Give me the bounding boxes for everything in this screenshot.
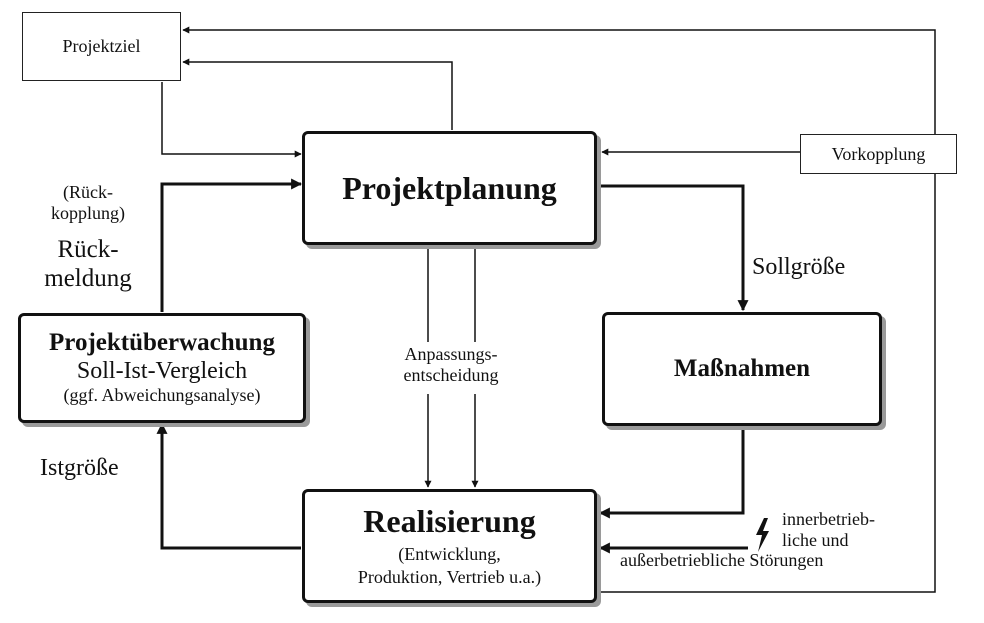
rueckmeldung-arrow <box>160 178 303 312</box>
rueckmeldung-label: Rück- meldung <box>22 236 154 294</box>
entwicklung-label: (Entwicklung, <box>398 544 501 565</box>
stoerungen-line3: außerbetriebliche Störungen <box>620 550 824 571</box>
rueckkopplung-line2: kopplung) <box>51 202 125 223</box>
rueckkopplung-label: (Rück- kopplung) <box>28 182 148 223</box>
anpassung-line2: entscheidung <box>403 364 499 385</box>
anpassungsentscheidung-label: Anpassungs- entscheidung <box>376 344 526 385</box>
stoerungen-label: innerbetrieb- liche und außerbetrieblich… <box>620 509 920 571</box>
istgroesse-arrow <box>156 422 301 550</box>
projektziel-box: Projektziel <box>22 12 181 81</box>
projektziel-label: Projektziel <box>62 36 141 56</box>
outer-feedback-arrow <box>182 26 936 593</box>
stoerungen-line1: innerbetrieb- <box>782 509 875 529</box>
ziel-to-planung-arrow <box>161 82 302 158</box>
massnahmen-box: Maßnahmen <box>602 312 882 426</box>
rueckmeldung-line2: meldung <box>44 264 132 292</box>
anpassung-line1: Anpassungs- <box>404 344 498 364</box>
istgroesse-label: Istgröße <box>40 455 119 481</box>
projektplanung-label: Projektplanung <box>342 169 557 206</box>
sollgroesse-arrow <box>598 184 749 312</box>
rueckmeldung-line1: Rück- <box>57 236 119 263</box>
massnahmen-to-realisierung-arrow <box>598 428 745 519</box>
projektueberwachung-box: Projektüberwachung Soll-Ist-Vergleich (g… <box>18 313 306 423</box>
projektplanung-box: Projektplanung <box>302 131 597 245</box>
realisierung-title: Realisierung <box>363 502 536 539</box>
massnahmen-label: Maßnahmen <box>673 355 811 382</box>
vorkopplung-box: Vorkopplung <box>800 134 957 174</box>
vorkopplung-label: Vorkopplung <box>831 143 926 164</box>
projektueberwachung-title: Projektüberwachung <box>49 329 275 357</box>
produktion-vertrieb-label: Produktion, Vertrieb u.a.) <box>357 566 542 587</box>
planung-to-ziel-arrow <box>182 58 453 130</box>
lightning-icon <box>756 518 769 552</box>
sollgroesse-label: Sollgröße <box>752 254 846 280</box>
stoerungen-line2: liche und <box>782 529 849 550</box>
soll-ist-vergleich-label: Soll-Ist-Vergleich <box>76 357 248 384</box>
abweichungsanalyse-label: (ggf. Abweichungsanalyse) <box>63 385 261 406</box>
anpassung-label-bg <box>376 342 526 394</box>
rueckkopplung-line1: (Rück- <box>63 182 113 202</box>
realisierung-box: Realisierung (Entwicklung, Produktion, V… <box>302 489 597 603</box>
